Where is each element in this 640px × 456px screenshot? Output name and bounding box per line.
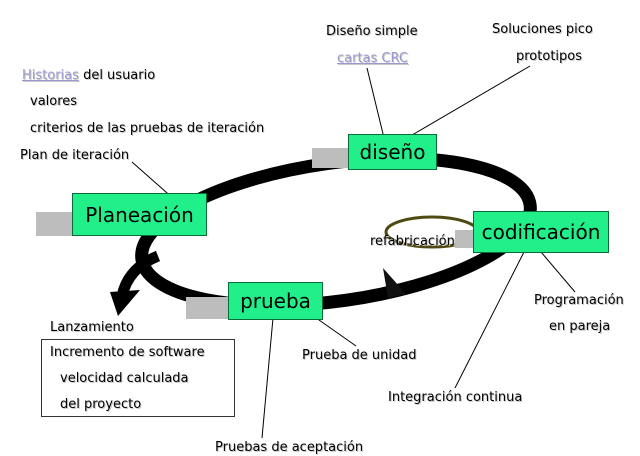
user-stories-link[interactable]: Historias <box>22 68 79 83</box>
crc-cards-link[interactable]: cartas CRC <box>337 51 408 66</box>
prototypes-label: prototipos <box>516 49 583 64</box>
phase-coding-label: codificación <box>481 220 601 244</box>
values-label: valores <box>30 94 78 109</box>
connector-acceptance <box>261 317 274 439</box>
phase-testing: prueba <box>228 282 323 320</box>
velocity-label-2: del proyecto <box>60 397 142 412</box>
velocity-label-1: velocidad calculada <box>60 371 189 386</box>
acceptance-criteria-label: criterios de las pruebas de iteración <box>30 121 265 136</box>
pair-programming-label-2: en pareja <box>549 319 611 334</box>
refactoring-label: refabricación <box>370 234 455 249</box>
user-stories-label: Historias del usuario <box>22 68 155 84</box>
connector-ci <box>454 251 525 389</box>
software-increment-label: Incremento de software <box>50 345 205 360</box>
connector-design-simple <box>366 67 385 139</box>
connector-spike <box>406 65 531 139</box>
phase-coding: codificación <box>473 211 609 253</box>
phase-design-label: diseño <box>359 140 426 164</box>
connector-pair <box>540 251 576 293</box>
design-shadow <box>312 148 352 168</box>
planning-shadow <box>36 212 76 236</box>
simple-design-label: Diseño simple <box>326 24 418 39</box>
cycle-direction-arrowhead <box>383 268 406 298</box>
phase-testing-label: prueba <box>240 289 311 313</box>
release-box <box>41 339 235 417</box>
release-arrowhead <box>110 290 140 316</box>
coding-shadow <box>455 230 477 248</box>
pair-programming-label-1: Programación <box>534 293 624 308</box>
acceptance-tests-label: Pruebas de aceptación <box>215 440 364 455</box>
continuous-integration-label: Integración continua <box>388 390 523 405</box>
phase-planning-label: Planeación <box>85 202 194 227</box>
testing-shadow <box>186 297 230 319</box>
phase-design: diseño <box>348 134 437 170</box>
phase-planning: Planeación <box>72 193 207 236</box>
unit-test-label: Prueba de unidad <box>302 348 417 363</box>
user-stories-rest: del usuario <box>83 68 156 83</box>
spike-solutions-label: Soluciones pico <box>492 22 593 37</box>
release-label: Lanzamiento <box>50 320 134 335</box>
iteration-plan-label: Plan de iteración <box>20 148 130 163</box>
